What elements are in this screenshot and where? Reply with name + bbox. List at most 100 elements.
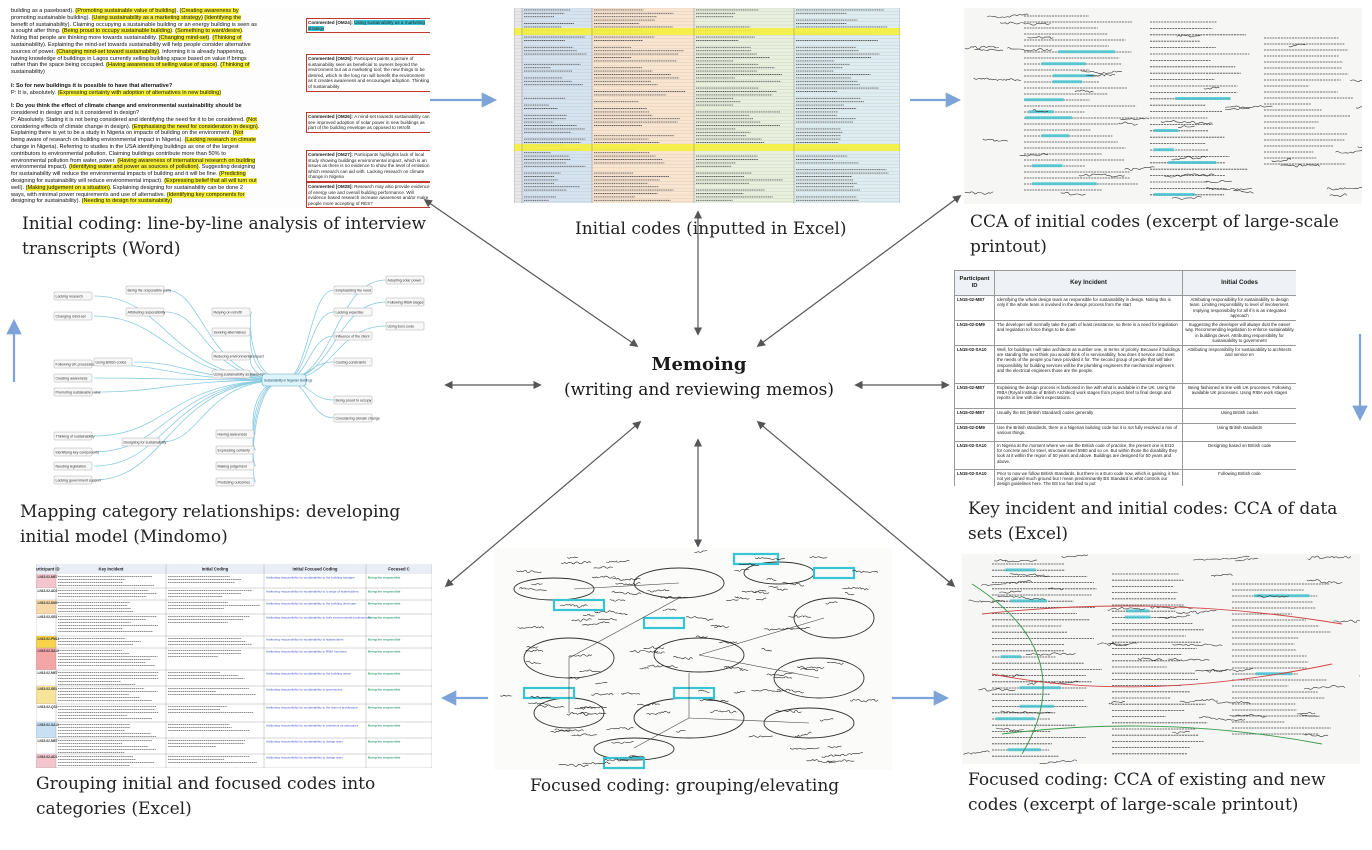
cyan-highlight bbox=[1053, 74, 1094, 78]
transcript-line: promoting sustainable building). (Using … bbox=[11, 14, 242, 21]
mindmap-node-label: Relying on retrofit bbox=[214, 311, 242, 315]
handwriting-stroke bbox=[1137, 657, 1163, 661]
key-incident-cell: Well, for buildings I will take architec… bbox=[994, 344, 1183, 384]
focused-code-text: Attributing responsibility for sustainab… bbox=[266, 705, 358, 709]
handwriting-stroke bbox=[595, 682, 608, 685]
transcript-line: building as a paseboard). (Promoting sus… bbox=[11, 8, 239, 14]
handwriting-stroke bbox=[850, 699, 879, 703]
handwriting-stroke bbox=[676, 730, 686, 733]
mindmap-link bbox=[93, 379, 285, 467]
grouping-header-cell: Key Incident bbox=[99, 567, 125, 572]
handwriting-stroke bbox=[1085, 73, 1116, 77]
participant-id: LN15-02-SA10 bbox=[38, 723, 60, 727]
focused-cca-printout-panel bbox=[962, 554, 1360, 764]
handwriting-stroke bbox=[1007, 47, 1052, 52]
comment-text: A mind-set towards sustainability can se… bbox=[308, 114, 430, 131]
participant-color-cell bbox=[36, 686, 56, 704]
handwriting-stroke bbox=[673, 655, 693, 660]
mindmap-node bbox=[53, 447, 93, 457]
handwriting-stroke bbox=[963, 750, 990, 755]
mindmap-node-label: Needing legislation bbox=[56, 465, 86, 469]
mindmap-node-label: Being the responsible party bbox=[128, 289, 172, 293]
mindmap-node-label: Adopting solar power bbox=[388, 279, 423, 283]
handwriting-stroke bbox=[775, 709, 802, 713]
comment-author: Commented [OM28]: bbox=[308, 184, 355, 189]
handwriting-stroke bbox=[1176, 34, 1201, 38]
cyan-highlight bbox=[1000, 655, 1022, 659]
transcript-line: benefit of sustainability). Claiming occ… bbox=[11, 21, 257, 28]
key-incident-table: Participant ID Key Incident Initial Code… bbox=[954, 270, 1296, 486]
handwriting-stroke bbox=[1027, 36, 1054, 39]
handwriting-stroke bbox=[973, 77, 1021, 82]
handwriting-stroke bbox=[1107, 606, 1146, 611]
sketch-cyan-box bbox=[602, 756, 646, 770]
mindmap-node-label: Promoting sustainable value bbox=[56, 391, 101, 395]
handwriting-stroke bbox=[997, 595, 1046, 600]
handwriting-stroke bbox=[994, 559, 1038, 563]
handwriting-stroke bbox=[1164, 173, 1215, 178]
mindmap-link bbox=[93, 379, 285, 481]
handwriting-stroke bbox=[826, 661, 844, 665]
mindmap-node-label: Designing for sustainability bbox=[124, 441, 167, 445]
mindmap-node bbox=[125, 285, 165, 295]
handwriting-stroke bbox=[1171, 156, 1207, 161]
focused-code-text: Attributing responsibility for sustainab… bbox=[266, 575, 355, 579]
transcript-line: considering effects of climate change in… bbox=[11, 123, 260, 130]
grouping-header-cell: Initial Focused Coding bbox=[293, 567, 338, 572]
transcript-line: being aware of research on building envi… bbox=[11, 137, 257, 144]
cca-printout-image bbox=[964, 8, 1362, 204]
handwriting-stroke bbox=[620, 692, 640, 695]
handwriting-stroke bbox=[1203, 86, 1220, 90]
handwriting-stroke bbox=[1224, 107, 1250, 111]
category-text: Being the responsible bbox=[368, 755, 401, 759]
comment-box: Commented [OM27]: Participants highlight… bbox=[306, 150, 430, 182]
category-text: Being the responsible bbox=[368, 705, 401, 709]
handwriting-stroke bbox=[1060, 191, 1086, 196]
sketch-cyan-box bbox=[552, 598, 606, 612]
mindmap-central-label: Sustainability in Nigerian buildings bbox=[264, 379, 313, 383]
comment-box: Commented [OM26]: A mind-set towards sus… bbox=[306, 112, 430, 133]
participant-color-cell bbox=[36, 670, 56, 686]
key-incident-panel: Participant ID Key Incident Initial Code… bbox=[954, 270, 1296, 486]
mindmap-node-label: Reducing environmental impact bbox=[214, 355, 264, 359]
cyan-highlight bbox=[1175, 97, 1231, 100]
participant-id: LN15-02-ME7 bbox=[38, 739, 58, 743]
handwriting-stroke bbox=[594, 610, 618, 614]
comment-box: Commented [OM25]: Participant paints a p… bbox=[306, 54, 430, 92]
mindmap-node-label: Changing mind-set bbox=[56, 315, 86, 319]
handwriting-stroke bbox=[499, 694, 512, 697]
cyan-highlight bbox=[1041, 62, 1086, 66]
caption-initial-codes-excel: Initial codes (inputted in Excel) bbox=[575, 219, 847, 239]
transcript-line: ways, with minimal power requirements an… bbox=[11, 191, 245, 198]
handwriting-stroke bbox=[827, 745, 842, 748]
handwriting-stroke bbox=[752, 591, 770, 594]
sketch-cyan-box bbox=[672, 686, 716, 700]
caption-cca-initial-codes: CCA of initial codes (excerpt of large-s… bbox=[970, 212, 1339, 257]
participant-id: LN15-02-AD2 bbox=[38, 589, 58, 593]
participant-id: LN15-02-QS3 bbox=[38, 705, 58, 709]
handwriting-stroke bbox=[1124, 166, 1155, 171]
mindmap-node-label: Making judgement bbox=[218, 465, 247, 469]
handwriting-stroke bbox=[662, 608, 677, 611]
handwriting-stroke bbox=[1081, 70, 1122, 75]
transcript-line: P: It is, absolutely. (Expressing certai… bbox=[11, 89, 222, 96]
mindmap-node-label: Seeking alternatives bbox=[214, 331, 247, 335]
handwriting-stroke bbox=[844, 592, 855, 596]
mindmap-node-label: Thinking of sustainability bbox=[56, 435, 95, 439]
cyan-highlight bbox=[1168, 161, 1217, 164]
transcript-line: I: Do you think the effect of climate ch… bbox=[11, 103, 242, 110]
handwriting-stroke bbox=[751, 688, 781, 692]
transcript-line: I: So for new buildings it is possible t… bbox=[11, 82, 173, 89]
handwriting-stroke bbox=[582, 761, 611, 765]
handwriting-stroke bbox=[999, 590, 1022, 594]
handwriting-stroke bbox=[694, 549, 708, 553]
sketch-connector bbox=[568, 597, 680, 659]
handwriting-stroke bbox=[606, 727, 634, 731]
handwriting-stroke bbox=[647, 664, 678, 668]
handwriting-stroke bbox=[1296, 712, 1316, 715]
transcript-line: sustainability). Explaining the mind-set… bbox=[11, 41, 251, 48]
mindmap-node bbox=[93, 357, 133, 367]
annotation-curve bbox=[981, 605, 1343, 625]
